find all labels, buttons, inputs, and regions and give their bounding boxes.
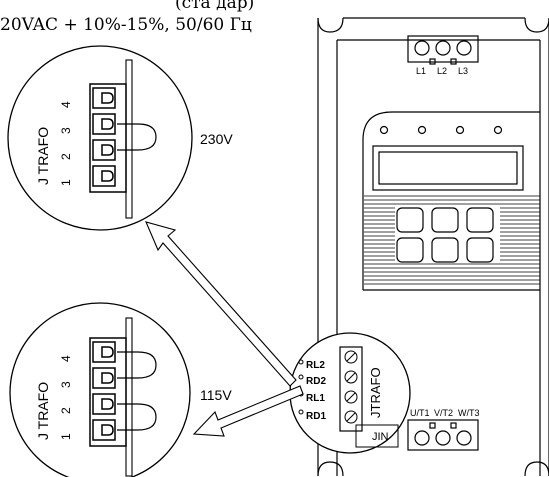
terminal-screw-u [414, 430, 430, 446]
key-4 [396, 237, 424, 263]
connector-magnifier: RL2 RD2 RL1 RD1 JTRAFO JIN [289, 332, 411, 454]
drive-unit [317, 17, 549, 477]
supply-caption: 20VAC + 10%-15%, 50/60 Гц [0, 15, 252, 35]
led-4 [493, 125, 503, 135]
terminal-label-v: V/T2 [434, 408, 453, 418]
inset-115v: 4 3 2 1 J TRAFO 115V [9, 302, 232, 477]
inset-230v-pin-3: 3 [59, 127, 73, 134]
inset-230v-pin-4: 4 [59, 101, 73, 108]
terminal-screw-v [435, 430, 451, 446]
output-terminal-block [407, 419, 479, 451]
vent-slats [364, 195, 540, 285]
relay-label-rd2: RD2 [306, 376, 326, 387]
jin-label: JIN [372, 431, 389, 443]
lcd-display [372, 145, 524, 191]
inset-230v-jtrafo-label: J TRAFO [35, 127, 51, 185]
key-1 [396, 207, 424, 233]
relay-label-rl1: RL1 [306, 393, 325, 404]
terminal-screw-w [456, 430, 472, 446]
arrow-to-230v [145, 221, 297, 387]
voltage-label-230v: 230V [200, 131, 233, 147]
led-2 [417, 125, 427, 135]
terminal-label-l1: L1 [416, 66, 426, 76]
relay-label-rl2: RL2 [306, 360, 325, 371]
terminal-label-u: U/T1 [410, 408, 430, 418]
led-1 [379, 125, 389, 135]
terminal-screw-l2 [435, 40, 451, 56]
top-partial-caption: (ста дар) [175, 0, 254, 13]
inset-115v-pin-1: 1 [59, 433, 73, 440]
inset-230v-pin-1: 1 [59, 179, 73, 186]
relay-label-rd1: RD1 [306, 411, 326, 422]
inset-115v-pin-4: 4 [59, 355, 73, 362]
key-5 [431, 237, 459, 263]
mount-tab-left [317, 17, 344, 33]
inset-230v: 4 3 2 1 J TRAFO 230V [7, 45, 233, 231]
keypad-panel [362, 111, 540, 141]
terminal-label-w: W/T3 [458, 408, 480, 418]
inset-115v-pin-3: 3 [59, 381, 73, 388]
key-3 [466, 207, 494, 233]
voltage-label-115v: 115V [200, 387, 232, 403]
terminal-label-l2: L2 [437, 66, 447, 76]
led-3 [455, 125, 465, 135]
pointer-arrows [145, 221, 304, 437]
arrow-to-115v [192, 385, 304, 437]
mount-tab-right [524, 17, 549, 33]
key-2 [431, 207, 459, 233]
terminal-label-l3: L3 [458, 66, 468, 76]
key-6 [466, 237, 494, 263]
inset-115v-jtrafo-label: J TRAFO [35, 382, 51, 440]
inset-115v-pin-2: 2 [59, 407, 73, 414]
inset-230v-pin-2: 2 [59, 153, 73, 160]
jtrafo-label: JTRAFO [368, 367, 383, 418]
terminal-screw-l1 [414, 40, 430, 56]
terminal-screw-l3 [456, 40, 472, 56]
input-terminal-block [407, 35, 479, 63]
jtrafo-connector [339, 346, 363, 432]
